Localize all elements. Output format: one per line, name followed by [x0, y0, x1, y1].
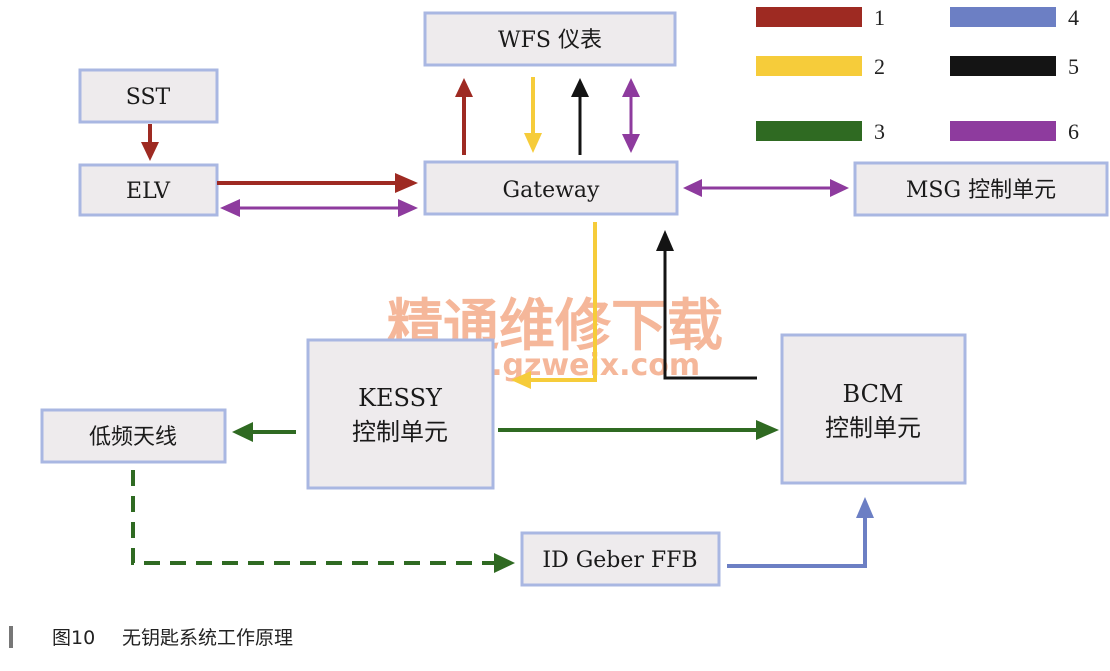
msg-label: MSG 控制单元	[906, 178, 1056, 203]
kessy-node: KESSY 控制单元	[306, 338, 495, 490]
legend-label-5: 5	[1068, 54, 1079, 79]
sst-node: SST	[78, 68, 219, 124]
wfs-node: WFS 仪表	[423, 11, 677, 67]
arrow-elv-gateway-bidir	[220, 199, 418, 217]
legend-swatch-6	[950, 121, 1056, 141]
legend-label-3: 3	[874, 119, 885, 144]
arrow-bcm-to-gateway-black	[656, 230, 757, 380]
gateway-label: Gateway	[503, 178, 600, 203]
legend-label-6: 6	[1068, 119, 1079, 144]
legend-swatch-5	[950, 56, 1056, 76]
elv-node: ELV	[78, 163, 219, 217]
sst-label: SST	[126, 85, 171, 110]
caption-bar	[9, 626, 13, 648]
legend-swatch-2	[756, 56, 862, 76]
arrow-gateway-to-wfs-red	[455, 78, 473, 155]
figure-number: 图10	[52, 627, 95, 649]
antenna-label: 低频天线	[89, 425, 177, 450]
legend-swatch-4	[950, 7, 1056, 27]
arrow-gateway-wfs-bidir	[622, 78, 640, 153]
elv-label: ELV	[126, 179, 171, 204]
gateway-node: Gateway	[423, 160, 679, 216]
legend-swatch-1	[756, 7, 862, 27]
msg-node: MSG 控制单元	[853, 161, 1109, 217]
arrow-gateway-msg-bidir	[683, 179, 849, 197]
idgeber-node: ID Geber FFB	[520, 531, 721, 587]
legend-label-4: 4	[1068, 5, 1079, 30]
arrow-gateway-to-wfs-black	[571, 78, 589, 155]
arrow-antenna-to-idgeber-dashed	[131, 470, 515, 573]
bcm-node: BCM 控制单元	[780, 333, 967, 485]
wfs-label: WFS 仪表	[498, 28, 602, 53]
bcm-label-1: BCM	[842, 380, 903, 408]
legend-label-2: 2	[874, 54, 885, 79]
arrow-kessy-to-bcm	[498, 420, 779, 440]
legend: 1 2 3 4 5 6	[756, 5, 1079, 144]
arrow-gateway-to-kessy-yellow	[511, 222, 597, 389]
bcm-label-2: 控制单元	[825, 414, 921, 442]
arrow-elv-to-gateway	[217, 173, 418, 193]
kessy-label-2: 控制单元	[352, 418, 448, 446]
arrow-sst-to-elv	[141, 124, 159, 161]
arrow-kessy-to-antenna	[232, 422, 296, 442]
figure-title: 无钥匙系统工作原理	[122, 627, 293, 649]
arrow-idgeber-to-bcm-blue	[727, 497, 874, 568]
legend-label-1: 1	[874, 5, 885, 30]
legend-swatch-3	[756, 121, 862, 141]
arrow-wfs-to-gateway-yellow	[524, 77, 542, 153]
antenna-node: 低频天线	[40, 408, 227, 464]
idgeber-label: ID Geber FFB	[542, 548, 697, 573]
kessy-label-1: KESSY	[358, 384, 443, 412]
